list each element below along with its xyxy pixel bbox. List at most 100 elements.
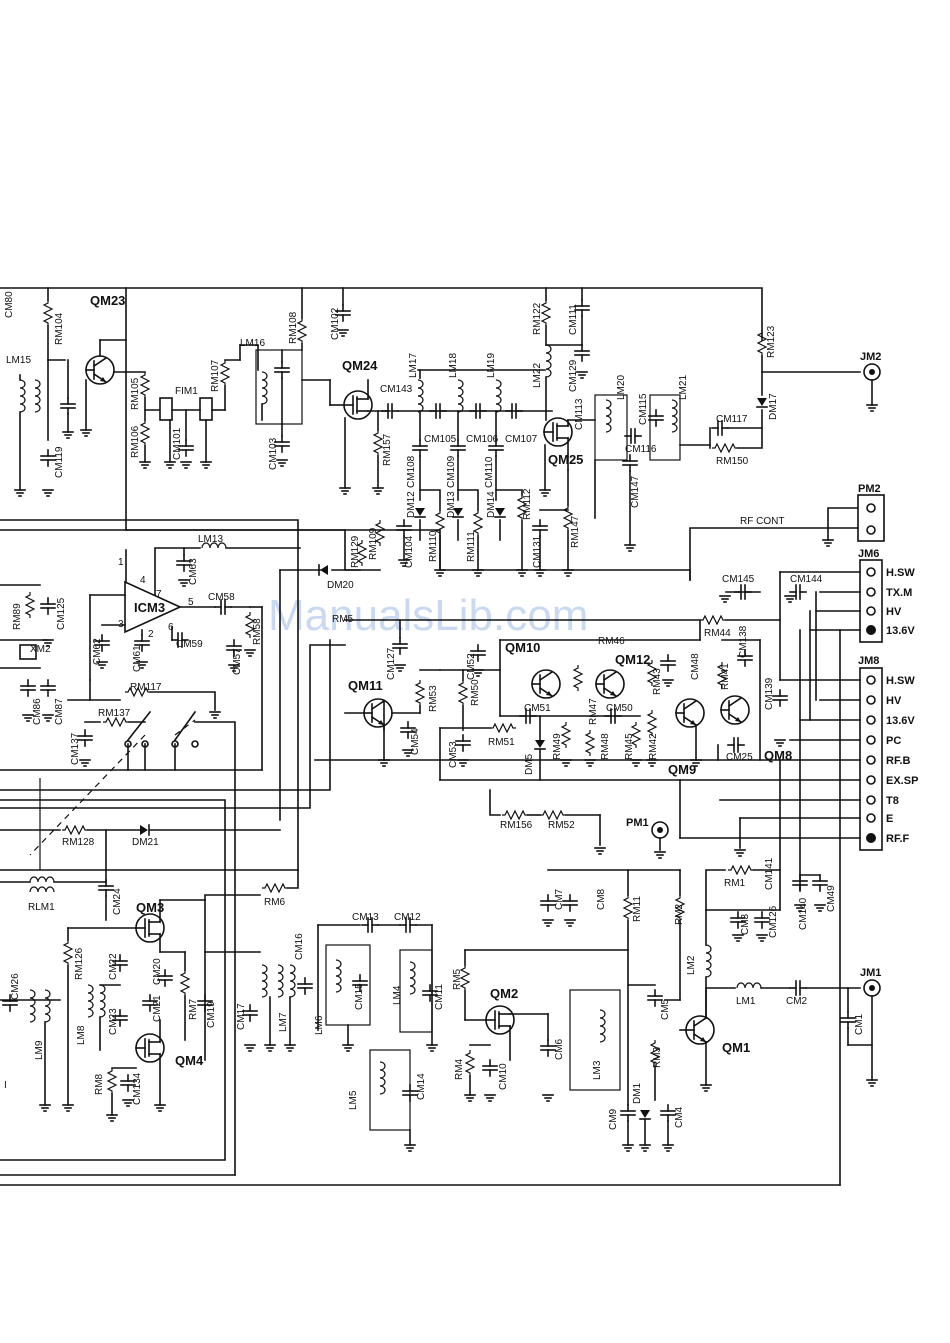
jm8-pin-e: E xyxy=(886,813,893,825)
cm126-label: CM126 xyxy=(768,905,779,938)
cm50-label: CM50 xyxy=(606,703,633,714)
cm110-label: CM110 xyxy=(484,456,495,488)
rm45-label: RM45 xyxy=(624,733,635,760)
cm49-label: CM49 xyxy=(826,885,837,912)
rm42-label: RM42 xyxy=(648,733,659,760)
icm3-pin-2: 2 xyxy=(148,629,154,640)
jm8-pin-hv: HV xyxy=(886,695,902,707)
rm44-label: RM44 xyxy=(704,628,731,639)
rm147-label: RM147 xyxy=(570,515,581,548)
cm15-label: CM15 xyxy=(354,983,365,1010)
qm8-label: QM8 xyxy=(764,748,792,763)
icm3-pin-7: 7 xyxy=(156,589,162,600)
cm5-label: CM5 xyxy=(660,998,671,1020)
cm10-label: CM10 xyxy=(498,1063,509,1090)
jm6-pin-hsw: H.SW xyxy=(886,567,915,579)
cm54-label: CM54 xyxy=(410,728,421,755)
cm59-label: CM59 xyxy=(176,639,203,650)
lm8-label: LM8 xyxy=(76,1025,87,1045)
cm9-label: CM9 xyxy=(608,1108,619,1130)
cm8-label: CM8 xyxy=(596,888,607,910)
cm129-label: CM129 xyxy=(568,359,579,392)
rm107-label: RM107 xyxy=(210,359,221,392)
cm12-label: CM12 xyxy=(394,912,421,923)
cm107-label: CM107 xyxy=(505,434,538,445)
lm3-label: LM3 xyxy=(592,1060,603,1080)
cm125-label: CM125 xyxy=(56,597,67,630)
rm129-label: RM129 xyxy=(350,535,361,568)
cm24-label: CM24 xyxy=(112,888,123,915)
rm123-label: RM123 xyxy=(766,325,777,358)
cm108-label: CM108 xyxy=(406,455,417,488)
cm102-label: CM102 xyxy=(330,307,341,340)
icm3-pin-6: 6 xyxy=(168,622,174,633)
cm137-label: CM137 xyxy=(70,732,81,765)
cm141-label: CM141 xyxy=(764,857,775,890)
jm1-label: JM1 xyxy=(860,967,881,979)
rm43-label: RM43 xyxy=(652,668,663,695)
rm112-label: RM112 xyxy=(522,488,533,520)
dm17-label: DM17 xyxy=(768,393,779,420)
rm2-label: RM2 xyxy=(674,903,685,925)
icm3-pin-3: 3 xyxy=(118,619,124,630)
rm5-label: RM5 xyxy=(452,968,463,990)
qm11-label: QM11 xyxy=(348,678,383,693)
watermark-text: ManualsLib.com xyxy=(268,591,588,640)
cm117-label: CM117 xyxy=(716,414,748,425)
cm25-label: CM25 xyxy=(726,752,753,763)
jm8-pin-pc: PC xyxy=(886,735,901,747)
jm6-pin-136v: 13.6V xyxy=(886,625,915,637)
cm147-label: CM147 xyxy=(630,475,641,508)
cm14-label: CM14 xyxy=(416,1073,427,1100)
jm6-pin-hv: HV xyxy=(886,606,902,618)
cm138-label: CM138 xyxy=(738,625,749,658)
cm52-label: CM52 xyxy=(466,653,477,680)
rm41-label: RM41 xyxy=(720,663,731,690)
dm14-label: DM14 xyxy=(486,491,497,518)
rm157-label: RM157 xyxy=(382,433,393,466)
jm2-label: JM2 xyxy=(860,351,881,363)
cm127-label: CM127 xyxy=(386,647,397,680)
cm11-label: CM11 xyxy=(434,984,445,1010)
jm8-pin-hsw: H.SW xyxy=(886,675,915,687)
rm7-label: RM7 xyxy=(188,998,199,1020)
dm12-label: DM12 xyxy=(406,491,417,518)
rm1-label: RM1 xyxy=(724,878,746,889)
lm22-label: LM22 xyxy=(532,363,543,388)
jm8-label: JM8 xyxy=(858,655,879,667)
cm1-label: CM1 xyxy=(854,1013,865,1035)
cm105-label: CM105 xyxy=(424,434,457,445)
cm80-label: CM80 xyxy=(4,291,15,318)
icm3-label: ICM3 xyxy=(134,600,165,615)
rm52-label: RM52 xyxy=(548,820,575,831)
lm6-label: LM6 xyxy=(314,1015,325,1035)
lm5-label: LM5 xyxy=(348,1090,359,1110)
rm4-label: RM4 xyxy=(454,1058,465,1080)
qm2-label: QM2 xyxy=(490,986,518,1001)
cm101-label: CM101 xyxy=(172,427,183,460)
cm104-label: CM104 xyxy=(404,535,415,568)
rm3-label: RM3 xyxy=(652,1046,663,1068)
cm144-label: CM144 xyxy=(790,574,823,585)
qm3-label: QM3 xyxy=(136,900,164,915)
cm111-label: CM111 xyxy=(568,304,579,335)
pm1-label: PM1 xyxy=(626,817,649,829)
rm150-label: RM150 xyxy=(716,456,749,467)
cm61-label: CM61 xyxy=(132,645,143,672)
cm134-label: CM134 xyxy=(132,1072,143,1105)
cm16-label: CM16 xyxy=(294,933,305,960)
cm139-label: CM139 xyxy=(764,677,775,710)
jm6-label: JM6 xyxy=(858,548,879,560)
rm110-label: RM110 xyxy=(428,530,439,562)
cm131-label: CM131 xyxy=(532,535,543,568)
cm143-label: CM143 xyxy=(380,384,413,395)
lm2-label: LM2 xyxy=(686,955,697,975)
rm122-label: RM122 xyxy=(532,302,543,335)
qm10-label: QM10 xyxy=(505,640,540,655)
rm117-label: RM117 xyxy=(130,682,162,693)
jm8-pin-rff: RF.F xyxy=(886,833,910,845)
qm9-label: QM9 xyxy=(668,762,696,777)
cm17-label: CM17 xyxy=(236,1003,247,1030)
rm53-label: RM53 xyxy=(428,685,439,712)
